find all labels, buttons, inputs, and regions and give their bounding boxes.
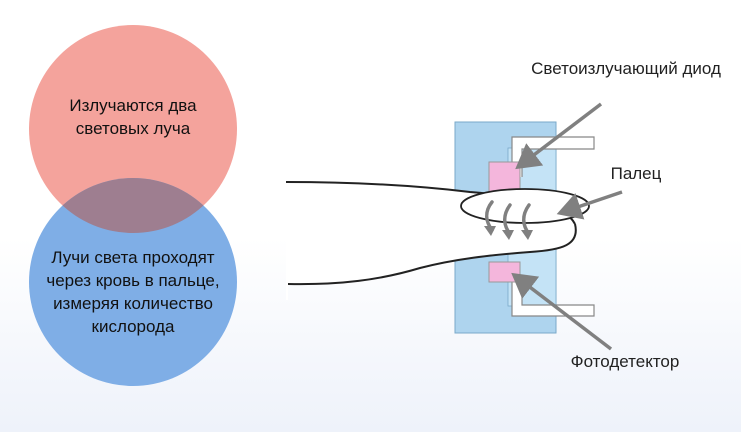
top-circle	[29, 25, 237, 233]
lower-clip	[511, 277, 595, 317]
detector-label: Фотодетектор	[570, 352, 680, 371]
bottom-circle	[29, 178, 237, 386]
light-ray-arrowheads	[484, 226, 533, 240]
top-circle-text: Излучаются два световых луча	[69, 96, 197, 138]
photo-detector	[488, 261, 521, 283]
bottom-circle-text: Лучи света проходят через кровь в пальце…	[46, 248, 220, 336]
finger-label: Палец	[610, 164, 662, 183]
detector-callout-arrow	[511, 272, 613, 351]
finger-callout-arrow	[556, 190, 623, 220]
led-label: Светоизлучающий диод	[531, 59, 721, 78]
led-callout-arrow	[515, 102, 603, 170]
finger-bottom-line	[287, 223, 577, 286]
